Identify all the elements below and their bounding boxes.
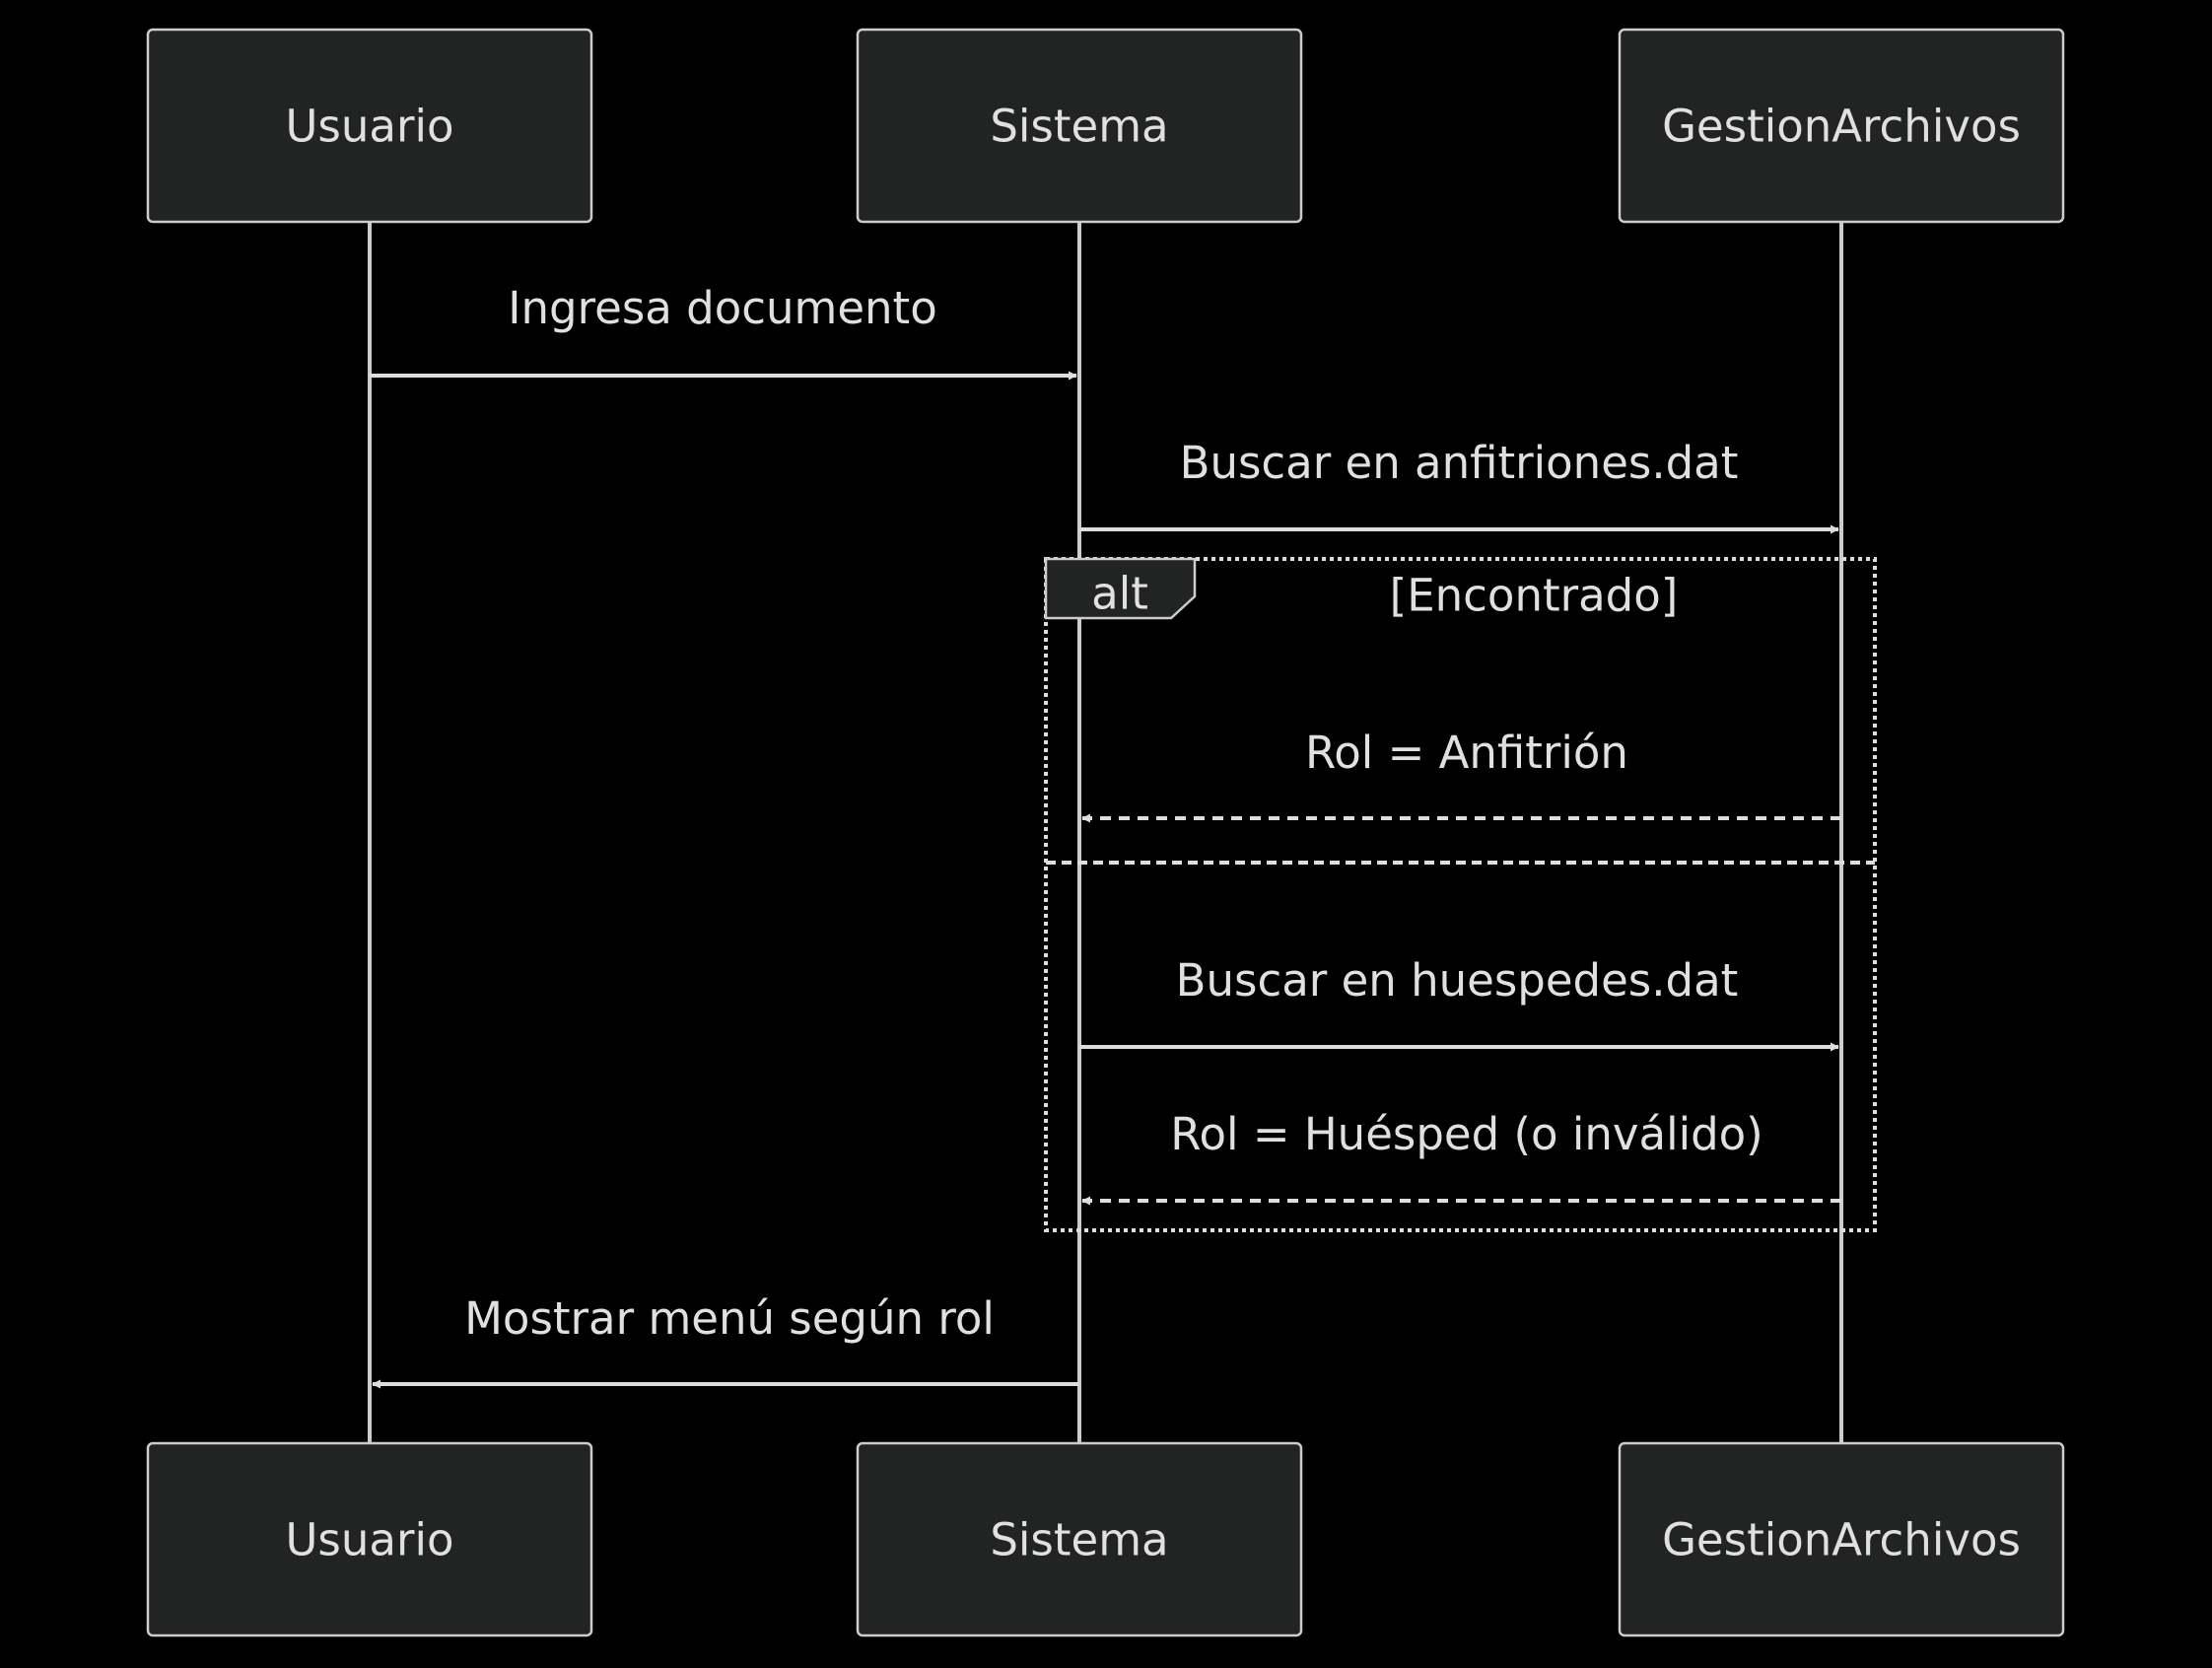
message-label: Buscar en anfitriones.dat	[1180, 437, 1739, 489]
actor-usuario-bottom: Usuario	[146, 1441, 593, 1637]
actor-label: Usuario	[285, 1514, 453, 1566]
actor-label: Sistema	[990, 1514, 1168, 1566]
message-label: Ingresa documento	[508, 282, 936, 334]
actor-sistema-top: Sistema	[856, 28, 1303, 224]
actor-label: GestionArchivos	[1662, 1514, 2021, 1566]
message-label: Buscar en huespedes.dat	[1176, 954, 1739, 1007]
actor-label: Usuario	[285, 101, 453, 153]
alt-frame: alt [Encontrado]	[1044, 557, 1877, 1232]
message-label: Mostrar menú según rol	[464, 1292, 995, 1345]
actor-gestion-top: GestionArchivos	[1618, 28, 2065, 224]
alt-label-box	[1044, 557, 1197, 620]
actor-gestion-bottom: GestionArchivos	[1618, 1441, 2065, 1637]
actor-label: Sistema	[990, 101, 1168, 153]
actor-usuario-top: Usuario	[146, 28, 593, 224]
actor-sistema-bottom: Sistema	[856, 1441, 1303, 1637]
message-label: Rol = Huésped (o inválido)	[1170, 1108, 1763, 1160]
alt-condition: [Encontrado]	[1390, 570, 1679, 622]
alt-label: alt	[1091, 568, 1148, 620]
actor-label: GestionArchivos	[1662, 101, 2021, 153]
message-label: Rol = Anfitrión	[1305, 727, 1628, 779]
